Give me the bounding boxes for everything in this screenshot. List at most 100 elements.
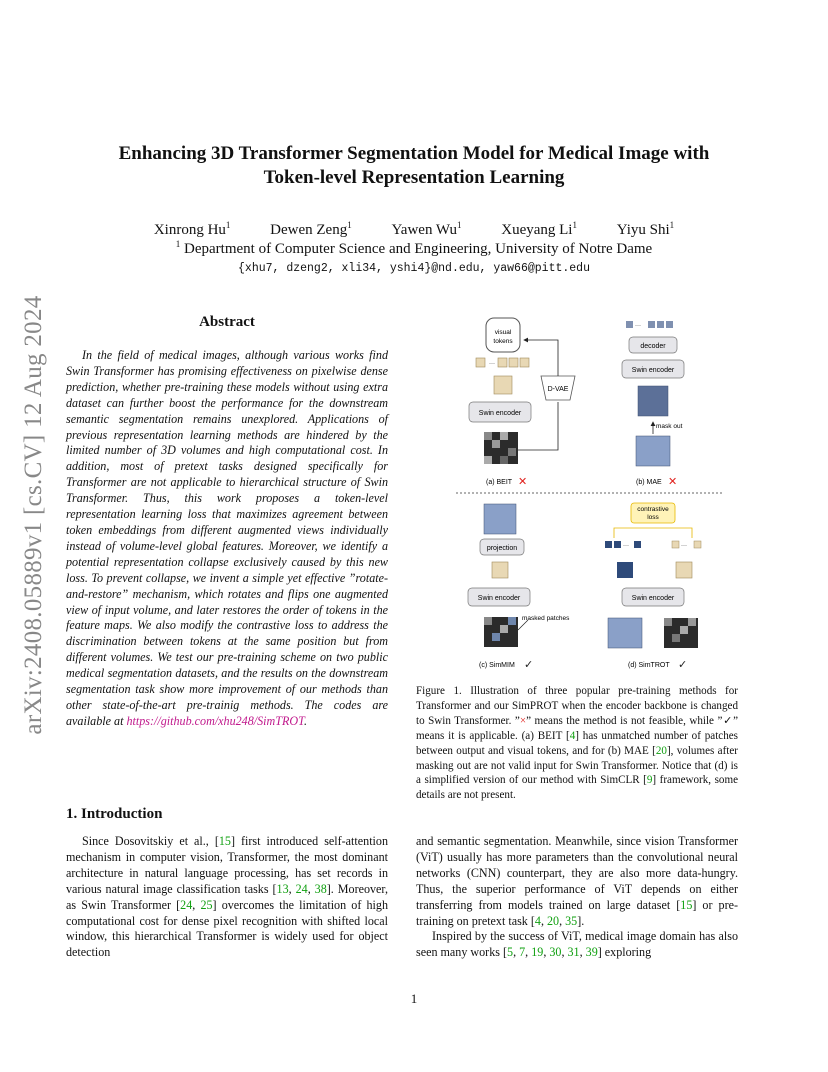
arxiv-id: arXiv:2408.05889v1 [cs.CV] 12 Aug 2024 [20, 295, 47, 735]
author-name: Xinrong Hu [153, 222, 226, 238]
citation-link[interactable]: 39 [585, 945, 598, 960]
affiliation-sup: 1 [175, 239, 181, 249]
swin-encoder-label: Swin encoder [632, 595, 675, 602]
citation-link[interactable]: 19 [531, 945, 544, 960]
masked-volume [664, 618, 698, 648]
author-sup: 1 [225, 220, 231, 230]
ellipsis: ··· [681, 543, 687, 549]
author-name: Yawen Wu [391, 222, 457, 238]
panel-b-label: (b) MAE [636, 479, 662, 486]
citation-link[interactable]: 25 [200, 897, 213, 912]
pointer-line [517, 619, 529, 631]
projection-box [479, 538, 525, 556]
visual-tokens-box [485, 317, 521, 353]
token-row: ··· [626, 321, 673, 329]
arrow [523, 337, 559, 376]
feature-cube [675, 561, 693, 579]
citation-link[interactable]: 24 [295, 881, 308, 896]
text: ], volumes after masking out are not val… [416, 744, 738, 787]
check-mark: ✓ [678, 659, 687, 671]
text: ]. Moreover, as Swin Transformer [ [66, 881, 388, 912]
ellipsis: ··· [623, 543, 629, 549]
abstract-body: In the field of medical images, although… [66, 348, 388, 730]
citation-link[interactable]: 20 [546, 913, 560, 928]
text: Since Dosovitskiy et al., [ [82, 834, 219, 848]
citation-link[interactable]: 35 [565, 913, 578, 928]
citation-link[interactable]: 7 [519, 945, 526, 960]
text: , [579, 945, 586, 960]
input-volume [635, 435, 671, 467]
text: , [540, 913, 547, 928]
citation-link[interactable]: 20 [655, 744, 667, 757]
author-sup: 1 [572, 220, 577, 230]
citation-link[interactable]: 13 [276, 881, 289, 896]
citation-link[interactable]: 9 [646, 774, 653, 787]
masked-volume [484, 617, 518, 647]
text: ] first introduced self-attention mechan… [66, 834, 389, 896]
citation-link[interactable]: 15 [218, 834, 231, 848]
citation-link[interactable]: 4 [534, 913, 541, 928]
text: , [525, 945, 532, 960]
author-sup: 1 [456, 220, 462, 230]
text: , [192, 897, 201, 912]
contrastive-loss-box [630, 502, 676, 524]
intro-column-1: Since Dosovitskiy et al., [15] first int… [66, 834, 388, 961]
text: ] or pre-training on pretext task [ [416, 897, 738, 928]
author-name: Dewen Zeng [270, 222, 348, 238]
text: , [513, 945, 520, 960]
text: ” means the method is not feasible, whil… [416, 714, 739, 742]
dvae-box [540, 375, 576, 401]
decoder-label: decoder [640, 343, 666, 350]
citation-link[interactable]: 15 [680, 897, 693, 912]
author-list: Xinrong Hu1 Dewen Zeng1 Yawen Wu1 Xueyan… [60, 220, 768, 239]
panel-d-label: (d) SimTROT [628, 662, 670, 669]
text: , [543, 945, 550, 960]
citation-link[interactable]: 5 [507, 945, 514, 960]
abstract-heading: Abstract [199, 314, 255, 330]
code-link[interactable]: https://github.com/xhu248/SimTROT [126, 713, 304, 728]
text: ] exploring [597, 945, 652, 960]
citation-link[interactable]: 4 [569, 729, 576, 742]
swin-encoder-box [467, 587, 531, 607]
author: Yawen Wu1 [391, 220, 461, 239]
text: Inspired by the success of ViT, medical … [416, 929, 738, 960]
projection-label: projection [487, 545, 517, 552]
arrow [518, 402, 559, 451]
swin-encoder-box [621, 587, 685, 607]
token-cube [483, 503, 517, 535]
ellipsis: ··· [635, 323, 641, 329]
abstract-end: . [303, 713, 307, 728]
text: , [307, 881, 315, 896]
author-emails: {xhu7, dzeng2, xli34, yshi4}@nd.edu, yaw… [238, 262, 590, 275]
swin-encoder-label: Swin encoder [479, 410, 522, 417]
masked-patches-label: masked patches [522, 615, 570, 622]
text: , [288, 881, 296, 896]
figure-caption: Figure 1. Illustration of three popular … [416, 684, 738, 803]
author-sup: 1 [669, 220, 675, 230]
citation-link[interactable]: 38 [314, 881, 327, 896]
mask-out-label: mask out [656, 423, 683, 430]
paper-title: Enhancing 3D Transformer Segmentation Mo… [60, 142, 768, 190]
abstract-text: In the field of medical images, although… [66, 348, 388, 728]
citation-link[interactable]: 31 [567, 945, 580, 960]
citation-link[interactable]: 24 [180, 897, 193, 912]
author-name: Xueyang Li [501, 222, 573, 238]
author: Xueyang Li1 [501, 220, 577, 239]
text: ] has unmatched number of patches betwee… [416, 729, 739, 757]
token-row: ··· ··· [605, 540, 702, 549]
panel-c-label: (c) SimMIM [479, 662, 515, 669]
token-row: ··· [475, 357, 530, 368]
ellipsis: ··· [489, 361, 495, 367]
author-sup: 1 [347, 220, 352, 230]
arxiv-sidebar-stamp: arXiv:2408.05889v1 [cs.CV] 12 Aug 2024 [14, 275, 54, 755]
title-line-2: Token-level Representation Learning [263, 167, 565, 188]
feature-cube [493, 375, 513, 395]
author-name: Yiyu Shi [616, 222, 670, 238]
text: ] overcomes the limitation of high compu… [66, 897, 388, 960]
check-mark: ✓ [524, 659, 533, 671]
citation-link[interactable]: 30 [549, 945, 562, 960]
text: Figure 1. Illustration of three popular … [416, 685, 738, 727]
swin-encoder-label: Swin encoder [478, 595, 521, 602]
